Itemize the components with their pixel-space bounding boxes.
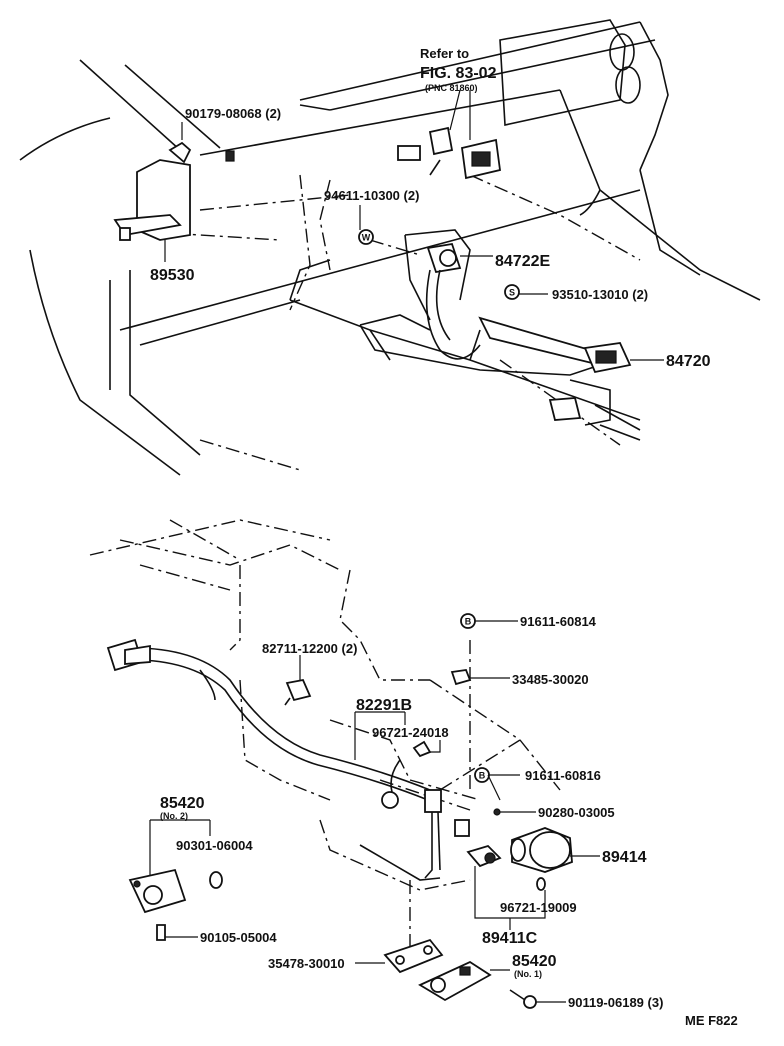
label-82711-12200: 82711-12200 (2) bbox=[262, 641, 357, 656]
sensor-89414 bbox=[510, 827, 600, 873]
w-symbol-letter: W bbox=[362, 233, 371, 243]
label-90105-05004: 90105-05004 bbox=[200, 930, 277, 945]
b-symbol-upper-letter: B bbox=[465, 617, 472, 627]
label-84722E: 84722E bbox=[495, 253, 550, 270]
label-91611-60814: 91611-60814 bbox=[520, 614, 597, 629]
b-symbol-lower: B bbox=[474, 767, 490, 783]
label-35478-30010: 35478-30010 bbox=[268, 956, 345, 971]
s-symbol-letter: S bbox=[509, 288, 515, 298]
label-89530: 89530 bbox=[150, 267, 195, 284]
figure-code: ME F822 bbox=[685, 1013, 738, 1028]
label-85420-no1-sub: (No. 1) bbox=[514, 969, 542, 979]
reference-line3: (PNC 81860) bbox=[425, 83, 478, 93]
label-94611-10300: 94611-10300 (2) bbox=[324, 188, 419, 203]
valve-85420-no1 bbox=[418, 960, 510, 1002]
b-symbol-lower-letter: B bbox=[479, 771, 486, 781]
label-84720: 84720 bbox=[666, 353, 711, 370]
screw-90280 bbox=[493, 808, 536, 816]
label-33485-30020: 33485-30020 bbox=[512, 672, 589, 687]
label-85420-no2-sub: (No. 2) bbox=[160, 811, 188, 821]
label-91611-60816: 91611-60816 bbox=[525, 768, 601, 783]
upper-body-outline bbox=[19, 19, 761, 476]
switch-84720 bbox=[548, 342, 632, 426]
wire-harness-82291B bbox=[106, 638, 470, 881]
upper-leader-dashes bbox=[119, 174, 641, 471]
lower-label-leaders bbox=[430, 620, 520, 801]
s-symbol: S bbox=[504, 284, 520, 300]
reference-line1: Refer to bbox=[420, 46, 469, 61]
gasket-35478 bbox=[355, 938, 444, 974]
switch-84722E bbox=[425, 242, 481, 360]
w-symbol: W bbox=[358, 229, 374, 245]
upper-label-leaders bbox=[181, 122, 664, 361]
label-89414: 89414 bbox=[602, 849, 647, 866]
bracket-89530 bbox=[113, 141, 235, 262]
label-90280-03005: 90280-03005 bbox=[538, 805, 615, 820]
label-90301-06004: 90301-06004 bbox=[176, 838, 253, 853]
label-85420-no1: 85420 bbox=[512, 953, 557, 970]
b-symbol-upper: B bbox=[460, 613, 476, 629]
sensor-89411C bbox=[466, 844, 546, 930]
clip-33485 bbox=[450, 669, 472, 686]
label-85420-no2: 85420 bbox=[160, 795, 205, 812]
label-96721-19009: 96721-19009 bbox=[500, 900, 577, 915]
label-90119-06189: 90119-06189 (3) bbox=[568, 995, 663, 1010]
label-96721-24018: 96721-24018 bbox=[372, 725, 449, 740]
label-90179-08068: 90179-08068 (2) bbox=[185, 106, 281, 121]
reference-line2: FIG. 83-02 bbox=[420, 65, 497, 82]
valve-85420-no2 bbox=[128, 819, 223, 941]
label-89411C: 89411C bbox=[482, 930, 538, 947]
switch-assembly-upper bbox=[397, 89, 501, 180]
label-82291B: 82291B bbox=[356, 697, 412, 714]
label-93510-13010: 93510-13010 (2) bbox=[552, 287, 648, 302]
bolt-90119 bbox=[509, 989, 566, 1009]
clip-82711 bbox=[284, 655, 312, 706]
gasket-96721-24018 bbox=[412, 740, 432, 758]
